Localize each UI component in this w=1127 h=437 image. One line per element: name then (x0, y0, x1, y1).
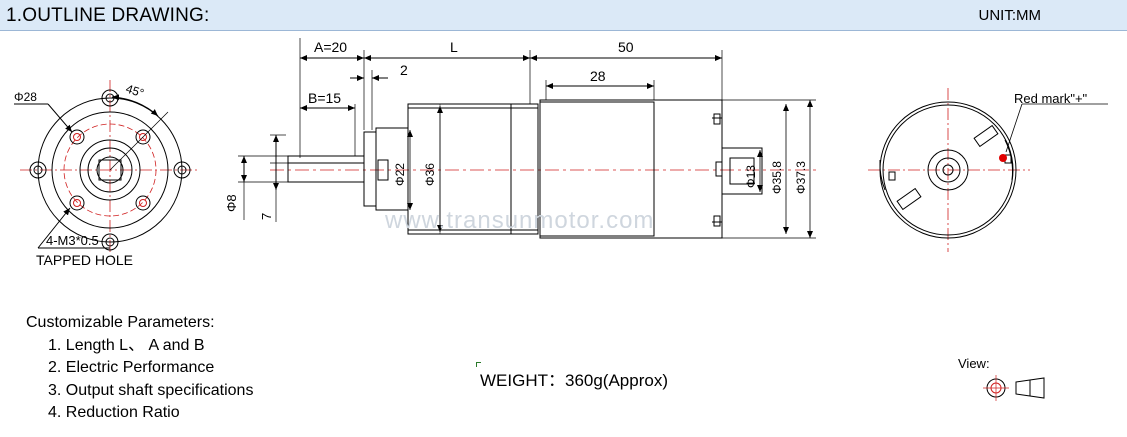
front-shaft-circle (96, 156, 124, 184)
dim-28: 28 (590, 68, 606, 84)
angle-arc (111, 94, 159, 117)
front-hub-mid (87, 147, 133, 193)
red-mark-dot (999, 154, 1007, 162)
tapped-holes (73, 133, 147, 207)
front-hub-outer (79, 139, 141, 201)
list-item: 1. Length L、 A and B (48, 336, 205, 354)
list-item: 4. Reduction Ratio (48, 404, 180, 421)
side-view (238, 38, 820, 239)
section-title: 1.OUTLINE DRAWING: (6, 5, 210, 26)
dim-2: 2 (400, 62, 408, 78)
weight-label: WEIGHT：360g(Approx) (480, 371, 668, 390)
params-heading: Customizable Parameters: (26, 314, 215, 331)
dim-phi35-8: Φ35.8 (770, 161, 784, 194)
dim-phi22: Φ22 (393, 163, 407, 186)
front-bolt-circle (63, 123, 157, 217)
header-bar: 1.OUTLINE DRAWING: UNIT:MM (0, 0, 1127, 31)
dim-50: 50 (618, 39, 634, 55)
output-shaft (287, 155, 365, 183)
front-view (14, 80, 200, 255)
front-dia-label: Φ28 (14, 90, 37, 104)
weight-marker (476, 362, 481, 367)
customizable-parameters: Customizable Parameters: 1. Length L、 A … (26, 312, 253, 425)
dim-b: B=15 (308, 90, 341, 106)
dim-phi8: Φ8 (224, 194, 239, 212)
dim-phi36: Φ36 (423, 163, 437, 186)
list-item: 2. Electric Performance (48, 359, 215, 376)
view-label: View: (958, 356, 990, 371)
params-list: 1. Length L、 A and B 2. Electric Perform… (26, 335, 253, 425)
red-mark-label: Red mark"+" (1014, 91, 1088, 106)
dim-l: L (450, 39, 458, 55)
gearbox-hub (363, 131, 377, 207)
list-item: 3. Output shaft specifications (48, 381, 254, 399)
dim-phi37-3: Φ37.3 (794, 161, 808, 194)
dim-7: 7 (259, 213, 274, 220)
dim-phi13: Φ13 (744, 165, 758, 188)
front-mid-circle (51, 111, 169, 229)
front-shaft-flat (98, 159, 122, 181)
front-outer-circle (37, 97, 183, 243)
front-angle-label: 45° (124, 82, 146, 101)
rear-view (868, 88, 1108, 252)
unit-label: UNIT:MM (978, 7, 1042, 24)
watermark: www.transunmotor.com (384, 207, 654, 234)
front-hole-note: TAPPED HOLE (36, 252, 133, 268)
front-hole-label: 4-M3*0.5 (46, 233, 99, 248)
dim-a: A=20 (314, 39, 347, 55)
view-symbol (983, 375, 1045, 401)
